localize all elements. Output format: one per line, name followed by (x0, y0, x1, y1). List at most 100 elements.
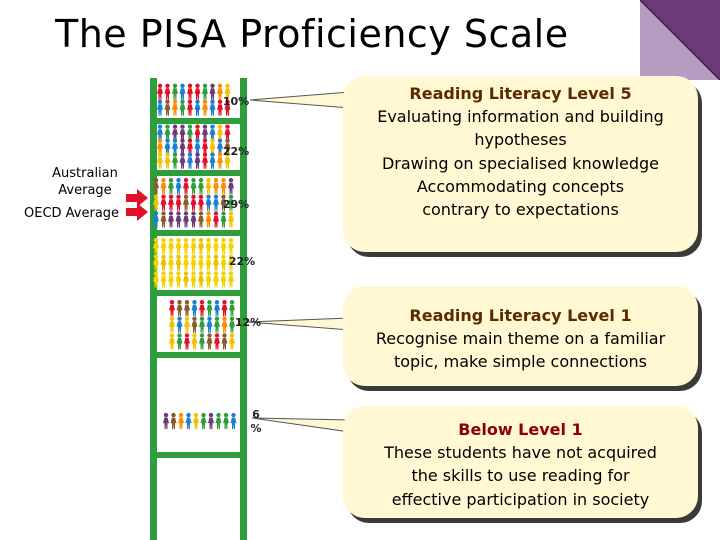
callout-level5-line-5: contrary to expectations (422, 199, 619, 219)
student-figure (229, 300, 235, 317)
callout-level1: Reading Literacy Level 1 Recognise main … (343, 286, 698, 386)
student-figure (200, 412, 207, 430)
student-figure (183, 211, 189, 228)
student-figure (160, 194, 167, 211)
student-figure (183, 238, 189, 255)
student-figure (157, 83, 163, 100)
australian-average-line-2: Average (58, 182, 112, 198)
student-figure (215, 412, 222, 430)
student-figure (193, 412, 199, 430)
pct-level2: 22% (228, 255, 256, 268)
student-figure (187, 138, 193, 155)
student-figure (163, 412, 169, 430)
student-figure (179, 124, 186, 141)
pct-level3: 29% (222, 198, 250, 211)
student-figure (221, 300, 228, 317)
page-corner-decoration (640, 0, 720, 80)
student-figure (175, 271, 182, 288)
student-figure (194, 138, 201, 155)
student-figure (184, 333, 190, 350)
student-figure (199, 333, 205, 350)
pct-below1: 6 % (250, 408, 262, 436)
student-figure (198, 194, 204, 211)
student-figure (164, 83, 171, 100)
student-figure (157, 124, 163, 141)
student-figure (194, 99, 201, 116)
student-figure (199, 300, 205, 317)
student-figure (179, 152, 186, 169)
student-figure (229, 333, 235, 350)
student-figure (190, 211, 197, 228)
student-figure (172, 124, 178, 141)
student-figure (228, 211, 234, 228)
student-figure (187, 124, 193, 141)
student-figure (172, 152, 178, 169)
student-figure (157, 152, 163, 169)
student-figure (183, 254, 189, 271)
student-figure (198, 211, 204, 228)
student-figure (168, 194, 174, 211)
student-figure (183, 271, 189, 288)
student-figure (175, 211, 182, 228)
student-figure (213, 271, 219, 288)
student-figure (183, 178, 189, 195)
student-figure (228, 271, 234, 288)
page-title: The PISA Proficiency Scale (55, 12, 569, 56)
student-figure (157, 99, 163, 116)
student-figure (202, 83, 208, 100)
student-figure (205, 271, 212, 288)
student-figure (205, 211, 212, 228)
student-figure (164, 152, 171, 169)
callout-level5-line-2: hypotheses (474, 130, 567, 150)
callout-level5-line-1: Evaluating information and building (377, 107, 664, 127)
oecd-average-label: OECD Average (24, 206, 120, 221)
student-figure (160, 211, 167, 228)
student-figure (221, 316, 228, 333)
student-figure (202, 152, 208, 169)
student-figure (179, 83, 186, 100)
student-figure (172, 138, 178, 155)
student-figure (183, 194, 189, 211)
student-figure (213, 254, 219, 271)
student-figure (160, 238, 167, 255)
student-figure (175, 194, 182, 211)
student-figure (184, 316, 190, 333)
student-figure (198, 178, 204, 195)
callout-level5: Reading Literacy Level 5 Evaluating info… (343, 76, 698, 252)
student-figure (205, 194, 212, 211)
student-figure (164, 99, 171, 116)
student-figure (224, 124, 231, 141)
callout-level1-heading: Reading Literacy Level 1 (409, 306, 632, 325)
student-figure (190, 254, 197, 271)
callout-below1-line-2: the skills to use reading for (411, 466, 630, 486)
student-figure (213, 211, 219, 228)
student-figure (160, 271, 167, 288)
student-figure (179, 138, 186, 155)
student-figure (191, 333, 198, 350)
student-figure (205, 238, 212, 255)
student-figure (208, 412, 214, 430)
student-figure (176, 333, 183, 350)
student-figure (199, 316, 205, 333)
student-figure (187, 83, 193, 100)
student-figure (213, 178, 219, 195)
student-figure (168, 211, 174, 228)
student-figure (194, 83, 201, 100)
student-figure (220, 271, 227, 288)
student-figure (179, 99, 186, 116)
student-figure (223, 412, 229, 430)
callout-below1-line-3: effective participation in society (391, 489, 650, 509)
student-figure (168, 254, 174, 271)
student-figure (214, 333, 220, 350)
callout-level1-line-1: Recognise main theme on a familiar (375, 329, 666, 349)
student-figure (209, 152, 216, 169)
student-figure (175, 238, 182, 255)
student-figure (228, 238, 234, 255)
student-figure (190, 178, 197, 195)
student-figure (190, 271, 197, 288)
student-figure (157, 138, 163, 155)
student-figure (175, 178, 182, 195)
student-figure (170, 412, 177, 430)
student-figure (214, 316, 220, 333)
student-figure (169, 300, 175, 317)
